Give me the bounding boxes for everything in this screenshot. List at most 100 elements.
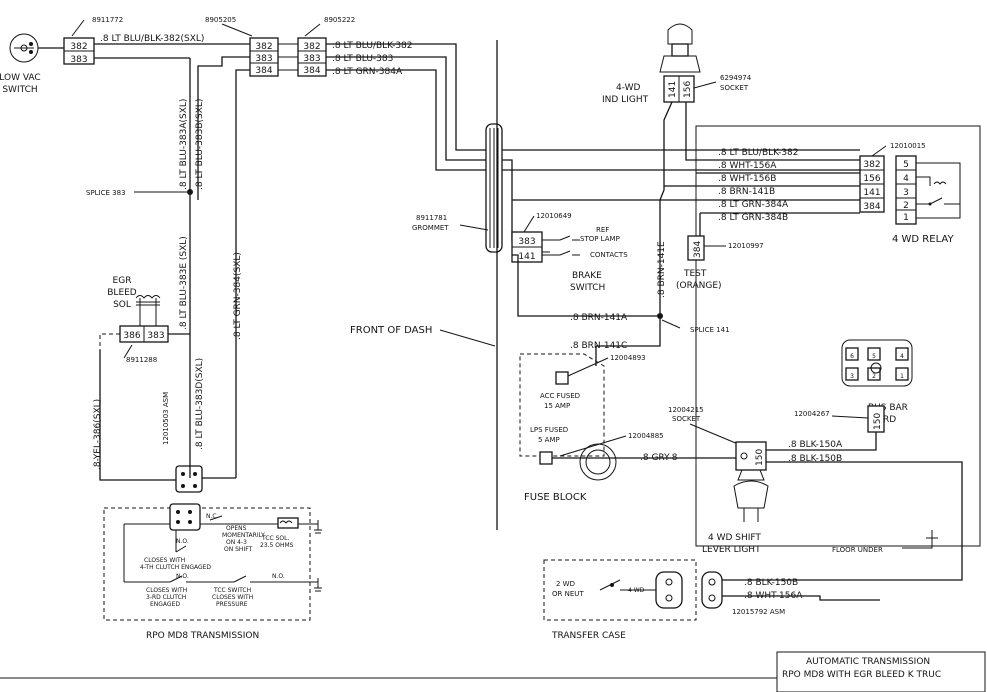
relay-wire-141b: .8 BRN-141B: [718, 187, 775, 197]
shift-socket-label: SOCKET: [672, 415, 701, 423]
relay-pin-2: 2: [903, 201, 909, 211]
brake-label-1: BRAKE: [572, 271, 602, 281]
pin-382: 382: [70, 42, 87, 52]
lps-part: 12004885: [628, 432, 664, 440]
pin-383: 383: [70, 55, 87, 65]
brake-switch: 12010649 383 141 REF STOP LAMP CONTACTS …: [511, 212, 628, 293]
bus-pin-5: 5: [872, 353, 876, 360]
bus-pin-2: 2: [872, 373, 876, 380]
lps-fused-2: 5 AMP: [538, 436, 560, 444]
splice-141-label: SPLICE 141: [690, 326, 730, 334]
ind-light-socket-label: SOCKET: [720, 84, 749, 92]
brake-pin-141: 141: [518, 252, 535, 262]
no1-label: N.O.: [176, 538, 189, 545]
tcc-switch-2: CLOSES WITH: [212, 594, 253, 601]
ind-light: 141 156 4-WD IND LIGHT 6294974 SOCKET: [602, 23, 752, 105]
relay-pin-1: 1: [903, 213, 909, 223]
opens-4: ON SHIFT: [224, 546, 253, 553]
shift-socket-part: 12004215: [668, 406, 704, 414]
bus-bar-part: 12004267: [794, 410, 830, 418]
relay-label: 4 WD RELAY: [892, 234, 954, 245]
test-connector: 384 12010997 TEST (ORANGE): [676, 235, 764, 291]
bus-bar-label-1: BUS BAR: [868, 403, 908, 413]
low-vac-switch: LOW VAC SWITCH: [0, 33, 64, 95]
relay-harness-outline: [695, 125, 981, 547]
wire-382-sxl-label: .8 LT BLU/BLK-382(SXL): [100, 34, 204, 44]
no2-label: N.O.: [176, 573, 189, 580]
connector-8911772: 8911772 382 383: [63, 16, 123, 65]
relay-pin-384: 384: [863, 202, 880, 212]
closes4-2: 4-TH CLUTCH ENGAGED: [140, 564, 211, 571]
title-block: AUTOMATIC TRANSMISSION RPO MD8 WITH EGR …: [776, 651, 986, 692]
pin-383: 383: [303, 54, 320, 64]
wire-383a-label: .8 LT BLU-383A(SXL): [179, 99, 189, 190]
wire-384-label: .8 LT GRN-384(SXL): [233, 252, 243, 340]
closes3-3: ENGAGED: [150, 601, 180, 608]
closes3-2: 3-RD CLUTCH: [146, 594, 186, 601]
pin-383: 383: [255, 54, 272, 64]
lps-fused-1: LPS FUSED: [530, 426, 568, 434]
bus-pin-1: 1: [900, 373, 904, 380]
bus-bar-label-2: GRD: [876, 415, 896, 425]
connector-8905222-part: 8905222: [324, 16, 355, 24]
wire-383d-label: .8 LT BLU-383D(SXL): [195, 358, 205, 450]
ind-light-label-1: 4-WD: [616, 83, 641, 93]
title-line-2: RPO MD8 WITH EGR BLEED K TRUC: [782, 670, 941, 680]
acc-fused-1: ACC FUSED: [540, 392, 580, 400]
connector-8905205: 8905205 382 383 384: [205, 16, 279, 77]
egr-label-2: BLEED: [107, 288, 137, 298]
title-line-1: AUTOMATIC TRANSMISSION: [806, 657, 930, 667]
grommet-label: GROMMET: [412, 224, 449, 232]
pin-382: 382: [303, 42, 320, 52]
pin-386: 386: [123, 331, 140, 341]
transfer-case: 2 WD OR NEUT 4 WD TRANSFER CASE 12015792…: [543, 559, 785, 641]
acc-part: 12004893: [610, 354, 646, 362]
wire-156a2-label: .8 WHT-156A: [744, 591, 803, 601]
wire-150b-label: .8 BLK-150B: [788, 454, 842, 464]
grommet-part: 8911781: [416, 214, 447, 222]
shift-label-2: LEVER LIGHT: [702, 545, 761, 555]
tc-2wd-1: 2 WD: [556, 580, 575, 588]
pin-384: 384: [255, 66, 272, 76]
trans-connector: [175, 465, 203, 493]
closes4-1: CLOSES WITH: [144, 557, 185, 564]
low-vac-switch-label-2: SWITCH: [2, 85, 37, 95]
connector-8905222: 8905222 382 383 384: [297, 16, 355, 77]
brake-switch-part: 12010649: [536, 212, 572, 220]
relay-pin-4: 4: [903, 174, 909, 184]
relay-wire-382: .8 LT BLU/BLK-382: [718, 148, 799, 158]
bus-pin-4: 4: [900, 353, 904, 360]
bus-pin-150: 150: [873, 413, 883, 430]
shift-label-1: 4 WD SHIFT: [708, 533, 761, 543]
wire-383-label: .8 LT BLU-383: [332, 54, 393, 64]
egr-label-1: EGR: [113, 276, 132, 286]
splice-383-label: SPLICE 383: [86, 189, 126, 197]
brake-ref-2: STOP LAMP: [580, 235, 620, 243]
opens-3: ON 4-3: [226, 539, 247, 546]
transmission-title: RPO MD8 TRANSMISSION: [146, 631, 259, 641]
relay-pin-156: 156: [863, 174, 880, 184]
low-vac-switch-label-1: LOW VAC: [0, 73, 41, 83]
bus-pin-6: 6: [850, 353, 854, 360]
pin-156: 156: [683, 81, 693, 98]
tcc-sol-1: TCC SOL.: [261, 535, 289, 542]
grommet: 8911781 GROMMET: [412, 123, 503, 253]
floor-under-label: FLOOR UNDER: [832, 546, 883, 554]
wire-150a-label: .8 BLK-150A: [788, 440, 843, 450]
relay: 12010015 382 156 141 384 5 4 3 2 1 4 WD …: [859, 142, 961, 245]
bus-bar: 6 5 4 3 2 1 BUS BAR GRD 150 12004267: [794, 339, 913, 433]
wire-382-label: .8 LT BLU/BLK-382: [332, 41, 413, 51]
pin-383: 383: [147, 331, 164, 341]
relay-part: 12010015: [890, 142, 926, 150]
tc-2wd-2: OR NEUT: [552, 590, 584, 598]
tc-asm-part: 12015792 ASM: [732, 608, 785, 616]
test-pin-384: 384: [693, 241, 703, 258]
nc1-label: N.C.: [206, 513, 219, 520]
tcc-sol-2: 23.5 OHMS: [260, 542, 294, 549]
brake-label-2: SWITCH: [570, 283, 605, 293]
wire-141a-label: .8 BRN-141A: [570, 313, 628, 323]
wire-150b2-label: .8 BLK-150B: [744, 578, 798, 588]
no3-label: N.O.: [272, 573, 285, 580]
fuse-block: ACC FUSED 15 AMP 12004893 LPS FUSED 5 AM…: [519, 346, 664, 503]
pin-382: 382: [255, 42, 272, 52]
